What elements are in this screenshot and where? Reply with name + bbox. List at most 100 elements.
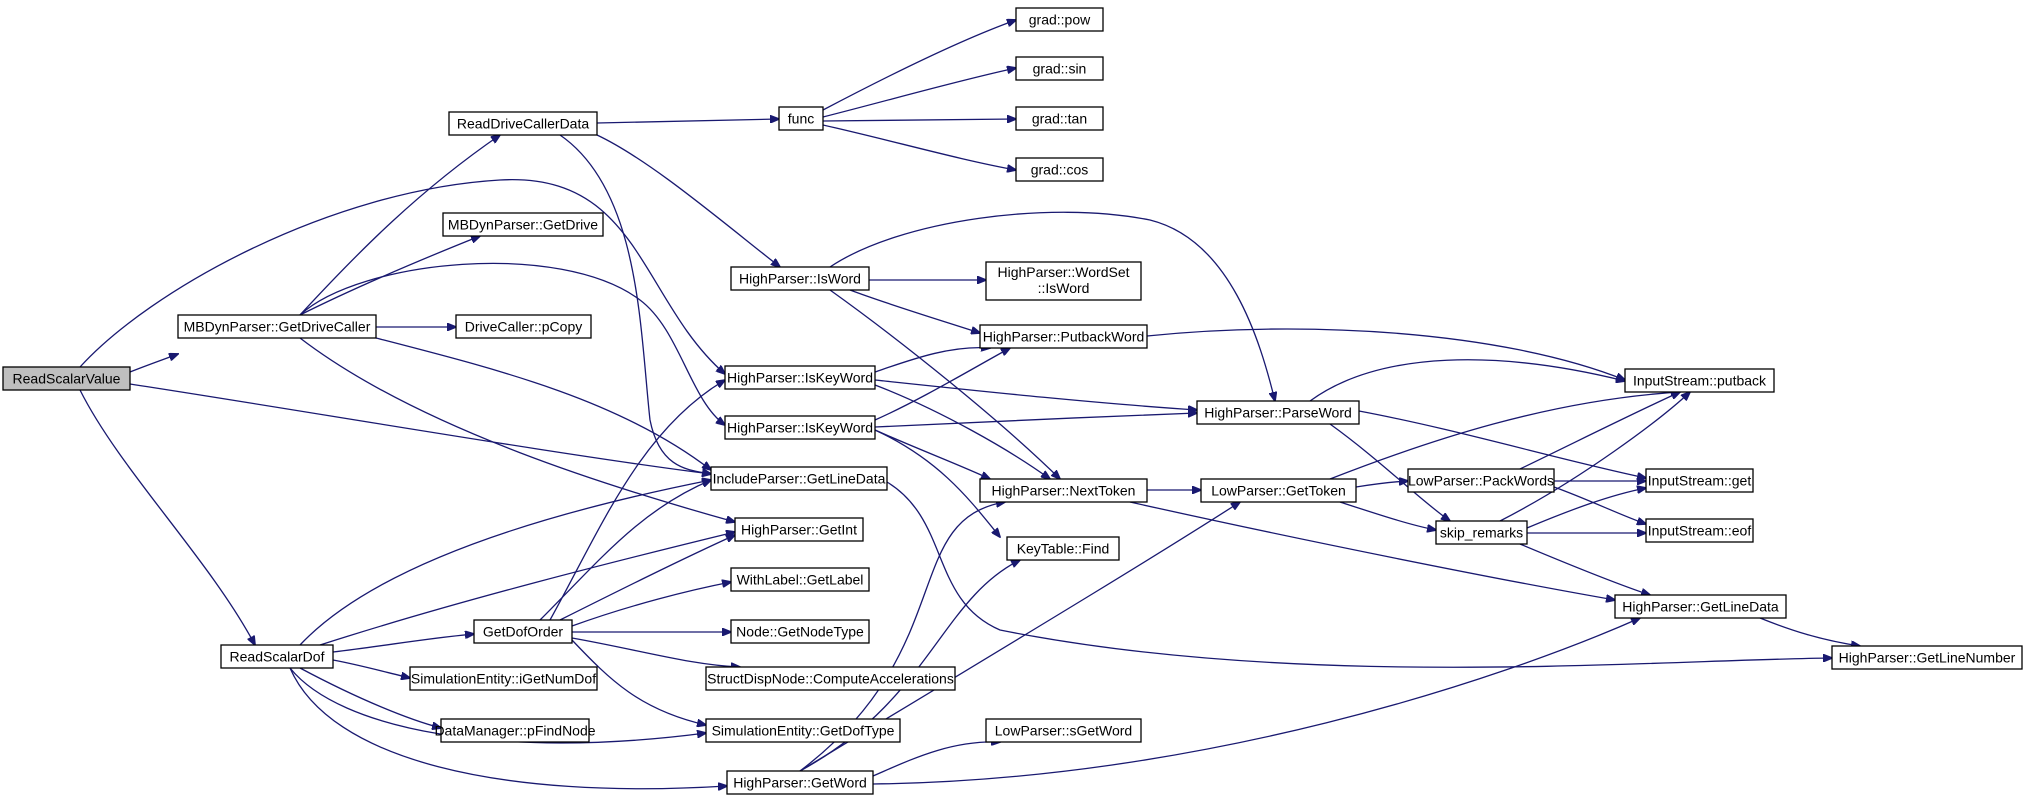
node-iseof[interactable]: InputStream::eof [1645,518,1754,543]
node-box [724,365,876,390]
node-box [220,644,334,669]
node-box [1435,520,1528,545]
node-hpnt[interactable]: HighParser::NextToken [979,478,1148,503]
node-hpgw[interactable]: HighParser::GetWord [726,770,874,795]
node-box [1407,468,1555,493]
node-rdcd[interactable]: ReadDriveCallerData [448,111,598,136]
node-label: KeyTable::Find [1017,541,1110,557]
edge-root-to-mbdgdc [129,354,178,373]
edges-layer [79,20,1860,789]
node-lppw[interactable]: LowParser::PackWords [1407,468,1555,493]
node-hpgln[interactable]: HighParser::GetLineNumber [1831,645,2023,670]
node-box [1015,157,1104,182]
node-hpparse[interactable]: HighParser::ParseWord [1196,400,1360,425]
node-box [1645,518,1754,543]
node-box [734,517,864,542]
node-isput[interactable]: InputStream::putback [1624,368,1775,393]
node-dmpf[interactable]: DataManager::pFindNode [434,718,596,743]
node-label: HighParser::IsWord [739,271,861,287]
node-label: ReadScalarValue [13,371,121,387]
node-box [778,106,824,131]
node-box [455,314,592,339]
edge-rsd-to-hpgi [319,532,735,646]
edge-rsd-to-segdt [289,667,706,744]
node-gpow[interactable]: grad::pow [1015,7,1104,32]
node-box [1015,106,1104,131]
node-label: InputStream::putback [1633,373,1767,389]
node-label: grad::pow [1029,12,1091,28]
node-box [1645,468,1754,493]
node-gsin[interactable]: grad::sin [1015,56,1104,81]
node-hpgld[interactable]: HighParser::GetLineData [1614,594,1787,619]
node-label: grad::cos [1031,162,1089,178]
node-wlgl[interactable]: WithLabel::GetLabel [730,567,870,592]
node-hpwsiw[interactable]: HighParser::WordSet::IsWord [985,261,1142,301]
node-segnd[interactable]: SimulationEntity::iGetNumDof [409,666,598,691]
node-label: func [788,111,814,127]
node-dcpc[interactable]: DriveCaller::pCopy [455,314,592,339]
edge-skip-to-hpgld [1519,543,1650,595]
node-gdo[interactable]: GetDofOrder [473,619,573,644]
edge-hpparse-to-isget [1358,410,1646,478]
node-label: HighParser::GetLineNumber [1839,650,2016,666]
node-hpikw2[interactable]: HighParser::IsKeyWord [724,415,876,440]
node-box [979,324,1148,349]
node-ipgld[interactable]: IncludeParser::GetLineData [710,466,888,491]
node-gcos[interactable]: grad::cos [1015,157,1104,182]
node-label: InputStream::get [1648,473,1752,489]
node-label: HighParser::GetInt [741,522,857,538]
edge-gdo-to-segdt [571,639,706,725]
node-label: SimulationEntity::iGetNumDof [411,671,596,687]
node-ktf[interactable]: KeyTable::Find [1006,536,1120,561]
node-label: SimulationEntity::GetDofType [712,723,895,739]
edge-gdo-to-sdnca [571,637,740,667]
edge-hpgld-to-hpgln [1759,617,1860,646]
node-lpsgw[interactable]: LowParser::sGetWord [985,718,1142,743]
node-box [177,314,377,339]
node-box [730,567,870,592]
edge-skip-to-isget [1526,488,1646,529]
node-box [448,111,598,136]
node-root[interactable]: ReadScalarValue [2,366,131,391]
node-ngnt[interactable]: Node::GetNodeType [730,619,870,644]
edge-lppw-to-isput [1519,392,1680,470]
node-mbdgd[interactable]: MBDynParser::GetDrive [442,212,604,237]
node-box [705,718,901,743]
node-hpgi[interactable]: HighParser::GetInt [734,517,864,542]
node-label: HighParser::PutbackWord [983,329,1145,345]
node-label: ::IsWord [1038,280,1090,296]
node-label: StructDispNode::ComputeAccelerations [707,671,954,687]
edge-mbdgdc-to-hpgi [299,337,735,522]
node-mbdgdc[interactable]: MBDynParser::GetDriveCaller [177,314,377,339]
node-label: HighParser::NextToken [992,483,1136,499]
edge-func-to-gcos [822,124,1016,170]
node-box [724,415,876,440]
node-hpiw[interactable]: HighParser::IsWord [730,266,870,291]
node-label: WithLabel::GetLabel [737,572,864,588]
node-isget[interactable]: InputStream::get [1645,468,1754,493]
node-gtan[interactable]: grad::tan [1015,106,1104,131]
node-lpgt[interactable]: LowParser::GetToken [1200,478,1357,503]
node-rsd[interactable]: ReadScalarDof [220,644,334,669]
edge-lpgt-to-isput [1329,392,1680,480]
node-segdt[interactable]: SimulationEntity::GetDofType [705,718,901,743]
node-func[interactable]: func [778,106,824,131]
node-box [730,266,870,291]
edge-rdcd-to-func [596,119,779,124]
node-box [1624,368,1775,393]
edge-rdcd-to-hpiw [596,134,780,267]
node-skip[interactable]: skip_remarks [1435,520,1528,545]
node-label: HighParser::GetLineData [1622,599,1779,615]
node-hpikw1[interactable]: HighParser::IsKeyWord [724,365,876,390]
node-hppw[interactable]: HighParser::PutbackWord [979,324,1148,349]
node-box [409,666,598,691]
node-sdnca[interactable]: StructDispNode::ComputeAccelerations [705,666,956,691]
edge-func-to-gsin [822,68,1016,118]
node-box [726,770,874,795]
edge-gdo-to-ipgld [539,480,711,621]
node-label: ReadDriveCallerData [457,116,589,132]
node-label: GetDofOrder [483,624,563,640]
edge-lppw-to-iseof [1553,486,1646,524]
edge-hpparse-to-skip [1329,423,1450,521]
node-label: grad::sin [1033,61,1087,77]
